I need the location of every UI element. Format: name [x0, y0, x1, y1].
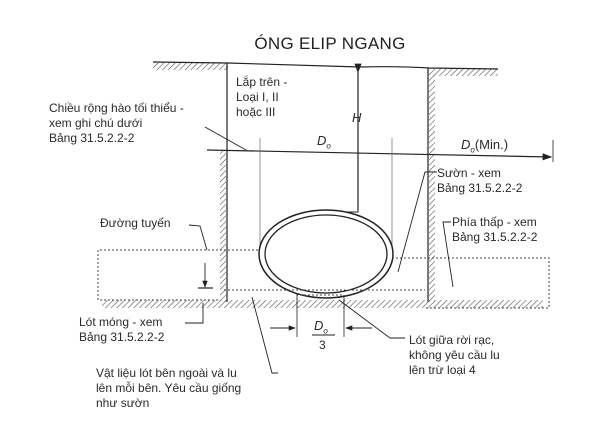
- fraction-denominator: 3: [319, 338, 326, 352]
- lower-side-label: Phía thấp - xem Bảng 31.5.2.2-2: [452, 215, 537, 245]
- trench-width-line-1: Chiều rộng hào tối thiểu -: [49, 101, 184, 115]
- wall-hatch-right: [429, 75, 435, 302]
- lower-side-zone-right: [392, 257, 550, 309]
- middle-bedding-line-3: lên trừ loại 4: [409, 363, 476, 377]
- haunch-label: Sườn - xem Bảng 31.5.2.2-2: [437, 166, 522, 196]
- diameter-min-text: (Min.): [474, 137, 509, 152]
- outer-bedding-line-2: lên mỗi bên. Yêu cầu giống: [96, 381, 242, 395]
- backfill-label: Lắp trên - Loại I, II hoặc III: [236, 75, 287, 120]
- haunch-line-2: Bảng 31.5.2.2-2: [437, 181, 523, 195]
- height-label: H: [352, 110, 362, 125]
- backfill-line-2: Loại I, II: [236, 90, 279, 104]
- backfill-line-3: hoặc III: [236, 105, 276, 119]
- diameter-min-subscript: o: [470, 145, 475, 155]
- haunch-line-1: Sườn - xem: [437, 166, 501, 180]
- diameter-min-symbol: D: [461, 137, 471, 152]
- ground-hatch-right: [429, 69, 498, 76]
- fraction-subscript: o: [323, 326, 328, 336]
- diameter-subscript: o: [326, 141, 331, 151]
- springline-label: Đường tuyến: [100, 216, 171, 230]
- bedding-label: Lót móng - xem Bảng 31.5.2.2-2: [79, 315, 164, 345]
- middle-bedding-line-2: không yêu cầu lu: [409, 348, 500, 362]
- diameter-min-label: Do(Min.): [461, 137, 508, 158]
- middle-bedding-label: Lót giữa rời rạc, không yêu cầu lu lên t…: [409, 333, 500, 378]
- wall-hatch-left: [220, 150, 226, 302]
- lower-side-line-2: Bảng 31.5.2.2-2: [452, 230, 538, 244]
- diameter-label: Do: [317, 133, 331, 154]
- diameter-symbol: D: [317, 133, 327, 148]
- springline-zone-left: [97, 249, 258, 301]
- dimension-line: [206, 149, 553, 161]
- backfill-line-1: Lắp trên -: [236, 75, 288, 89]
- pipe-outer: [258, 209, 394, 299]
- outer-bedding-line-3: như sườn: [96, 396, 150, 410]
- fraction-numerator: Do: [314, 318, 328, 339]
- lower-side-line-1: Phía thấp - xem: [452, 215, 537, 229]
- bedding-line-1: Lót móng - xem: [79, 315, 163, 329]
- diagram-title: ÓNG ELIP NGANG: [254, 34, 406, 53]
- pipe-inner: [264, 214, 388, 294]
- ground-hatch-left: [153, 63, 228, 70]
- outer-bedding-label: Vật liệu lót bên ngoài và lu lên mỗi bên…: [96, 366, 241, 411]
- trench-width-label: Chiều rộng hào tối thiểu - xem ghi chú d…: [49, 101, 184, 146]
- trench-width-line-2: xem ghi chú dưới: [49, 116, 143, 130]
- bedding-line-2: Bảng 31.5.2.2-2: [79, 330, 165, 344]
- bedding-hatch: [102, 300, 543, 308]
- fraction-symbol: D: [314, 318, 324, 333]
- middle-bedding-line-1: Lót giữa rời rạc,: [409, 333, 495, 347]
- outer-bedding-line-1: Vật liệu lót bên ngoài và lu: [96, 366, 237, 380]
- trench-width-line-3: Bảng 31.5.2.2-2: [49, 131, 135, 145]
